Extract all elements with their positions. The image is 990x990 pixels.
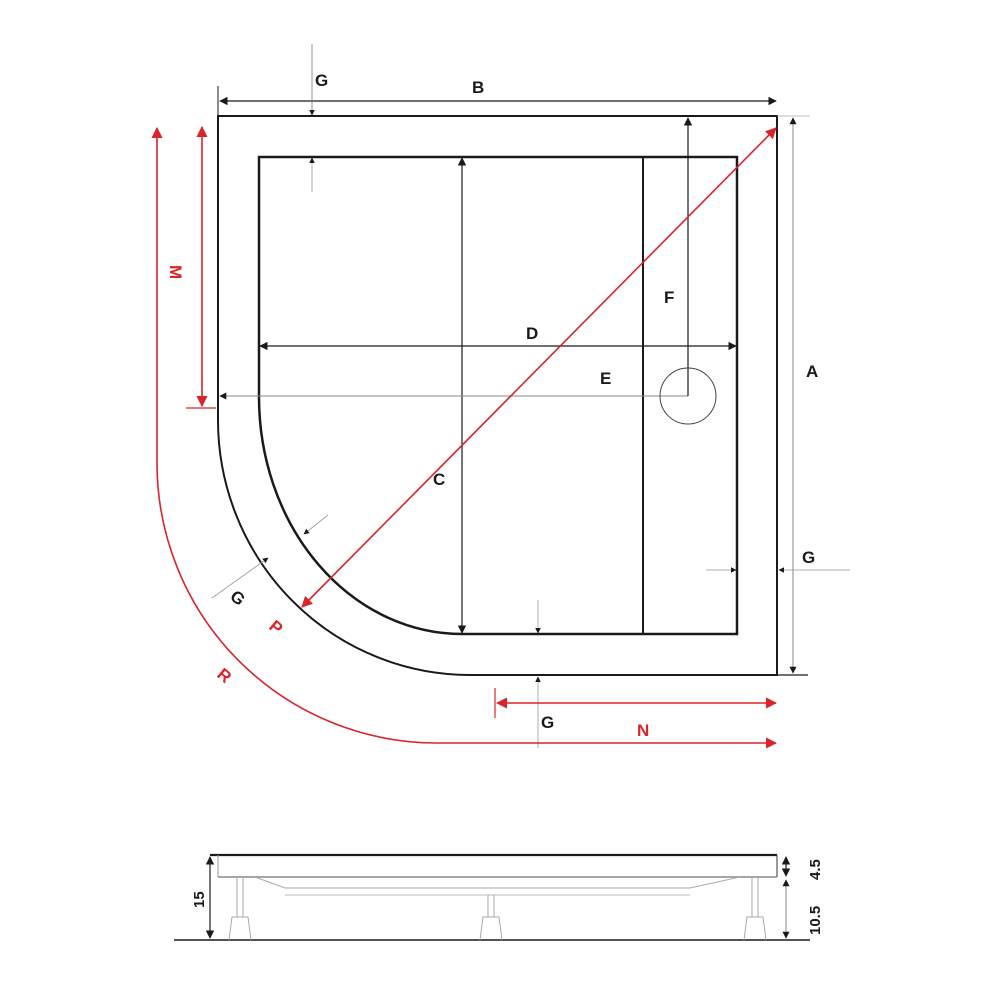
label-top-height: 4.5 <box>807 859 824 880</box>
dim-r-arc <box>151 126 778 749</box>
label-a: A <box>806 362 818 381</box>
label-f: F <box>664 288 674 307</box>
plan-view: G B A F D E C G G N G P R M <box>151 44 850 749</box>
basin-underside <box>254 876 741 889</box>
label-b: B <box>472 78 484 97</box>
label-g-top: G <box>315 71 328 90</box>
label-leg-height: 10.5 <box>807 906 824 935</box>
leg-right <box>743 877 767 941</box>
leg-middle <box>479 895 503 941</box>
leg-left <box>228 877 252 941</box>
dim-p-diagonal <box>301 127 777 608</box>
label-e: E <box>600 369 611 388</box>
label-g-right: G <box>802 548 815 567</box>
label-m: M <box>166 265 185 279</box>
side-view: 15 4.5 10.5 <box>174 853 824 941</box>
label-total-height: 15 <box>191 891 208 908</box>
label-p: P <box>265 617 286 639</box>
label-g-bottom: G <box>541 713 554 732</box>
label-g-curve: G <box>226 587 248 610</box>
label-r: R <box>213 665 235 687</box>
label-d: D <box>526 324 538 343</box>
label-n: N <box>637 721 649 740</box>
dim-g-curve-inner <box>303 514 329 535</box>
label-c: C <box>433 470 445 489</box>
